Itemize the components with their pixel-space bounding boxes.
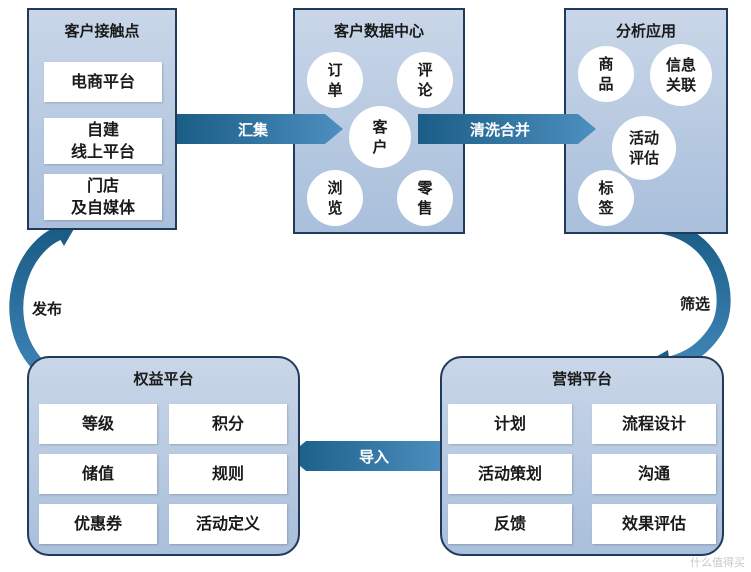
analysis-product: 商品 <box>578 46 634 102</box>
marketing-plan: 计划 <box>448 404 572 444</box>
touchpoints-panel: 客户接触点 电商平台 自建 线上平台 门店 及自媒体 <box>27 8 177 230</box>
rights-stored-value: 储值 <box>39 454 157 494</box>
satellite-browse: 浏览 <box>307 170 363 226</box>
data-center-title: 客户数据中心 <box>333 22 424 40</box>
collect-arrow: 汇集 <box>177 114 343 144</box>
rights-coupon: 优惠券 <box>39 504 157 544</box>
rights-rules: 规则 <box>169 454 287 494</box>
rights-title: 权益平台 <box>133 370 194 388</box>
rights-level: 等级 <box>39 404 157 444</box>
satellite-order: 订单 <box>307 52 363 108</box>
import-arrow: 导入 <box>288 441 446 471</box>
marketing-eval: 效果评估 <box>592 504 716 544</box>
analysis-info-link: 信息 关联 <box>650 44 712 106</box>
satellite-retail: 零售 <box>397 170 453 226</box>
rights-activity-def: 活动定义 <box>169 504 287 544</box>
marketing-process: 流程设计 <box>592 404 716 444</box>
analysis-panel: 分析应用 商品 信息 关联 活动 评估 标签 <box>564 8 728 234</box>
rights-points: 积分 <box>169 404 287 444</box>
collect-label: 汇集 <box>237 120 268 139</box>
rights-panel: 权益平台 等级 积分 储值 规则 优惠券 活动定义 <box>27 356 300 556</box>
marketing-feedback: 反馈 <box>448 504 572 544</box>
marketing-title: 营销平台 <box>551 370 612 388</box>
watermark: 什么值得买 <box>690 556 745 569</box>
marketing-panel: 营销平台 计划 流程设计 活动策划 沟通 反馈 效果评估 <box>440 356 724 556</box>
filter-label: 筛选 <box>680 295 711 313</box>
clean-label: 清洗合并 <box>469 120 530 139</box>
import-label: 导入 <box>358 447 389 466</box>
touchpoint-store: 门店 及自媒体 <box>44 174 162 220</box>
satellite-review: 评论 <box>397 52 453 108</box>
touchpoint-online: 自建 线上平台 <box>44 118 162 164</box>
marketing-communicate: 沟通 <box>592 454 716 494</box>
analysis-title: 分析应用 <box>615 22 676 40</box>
marketing-activity: 活动策划 <box>448 454 572 494</box>
touchpoint-ecommerce: 电商平台 <box>44 62 162 102</box>
analysis-activity-eval: 活动 评估 <box>612 116 676 180</box>
customer-center: 客户 <box>349 106 411 168</box>
touchpoints-title: 客户接触点 <box>64 22 140 40</box>
analysis-tag: 标签 <box>578 170 634 226</box>
clean-arrow: 清洗合并 <box>418 114 596 144</box>
publish-label: 发布 <box>32 300 63 318</box>
